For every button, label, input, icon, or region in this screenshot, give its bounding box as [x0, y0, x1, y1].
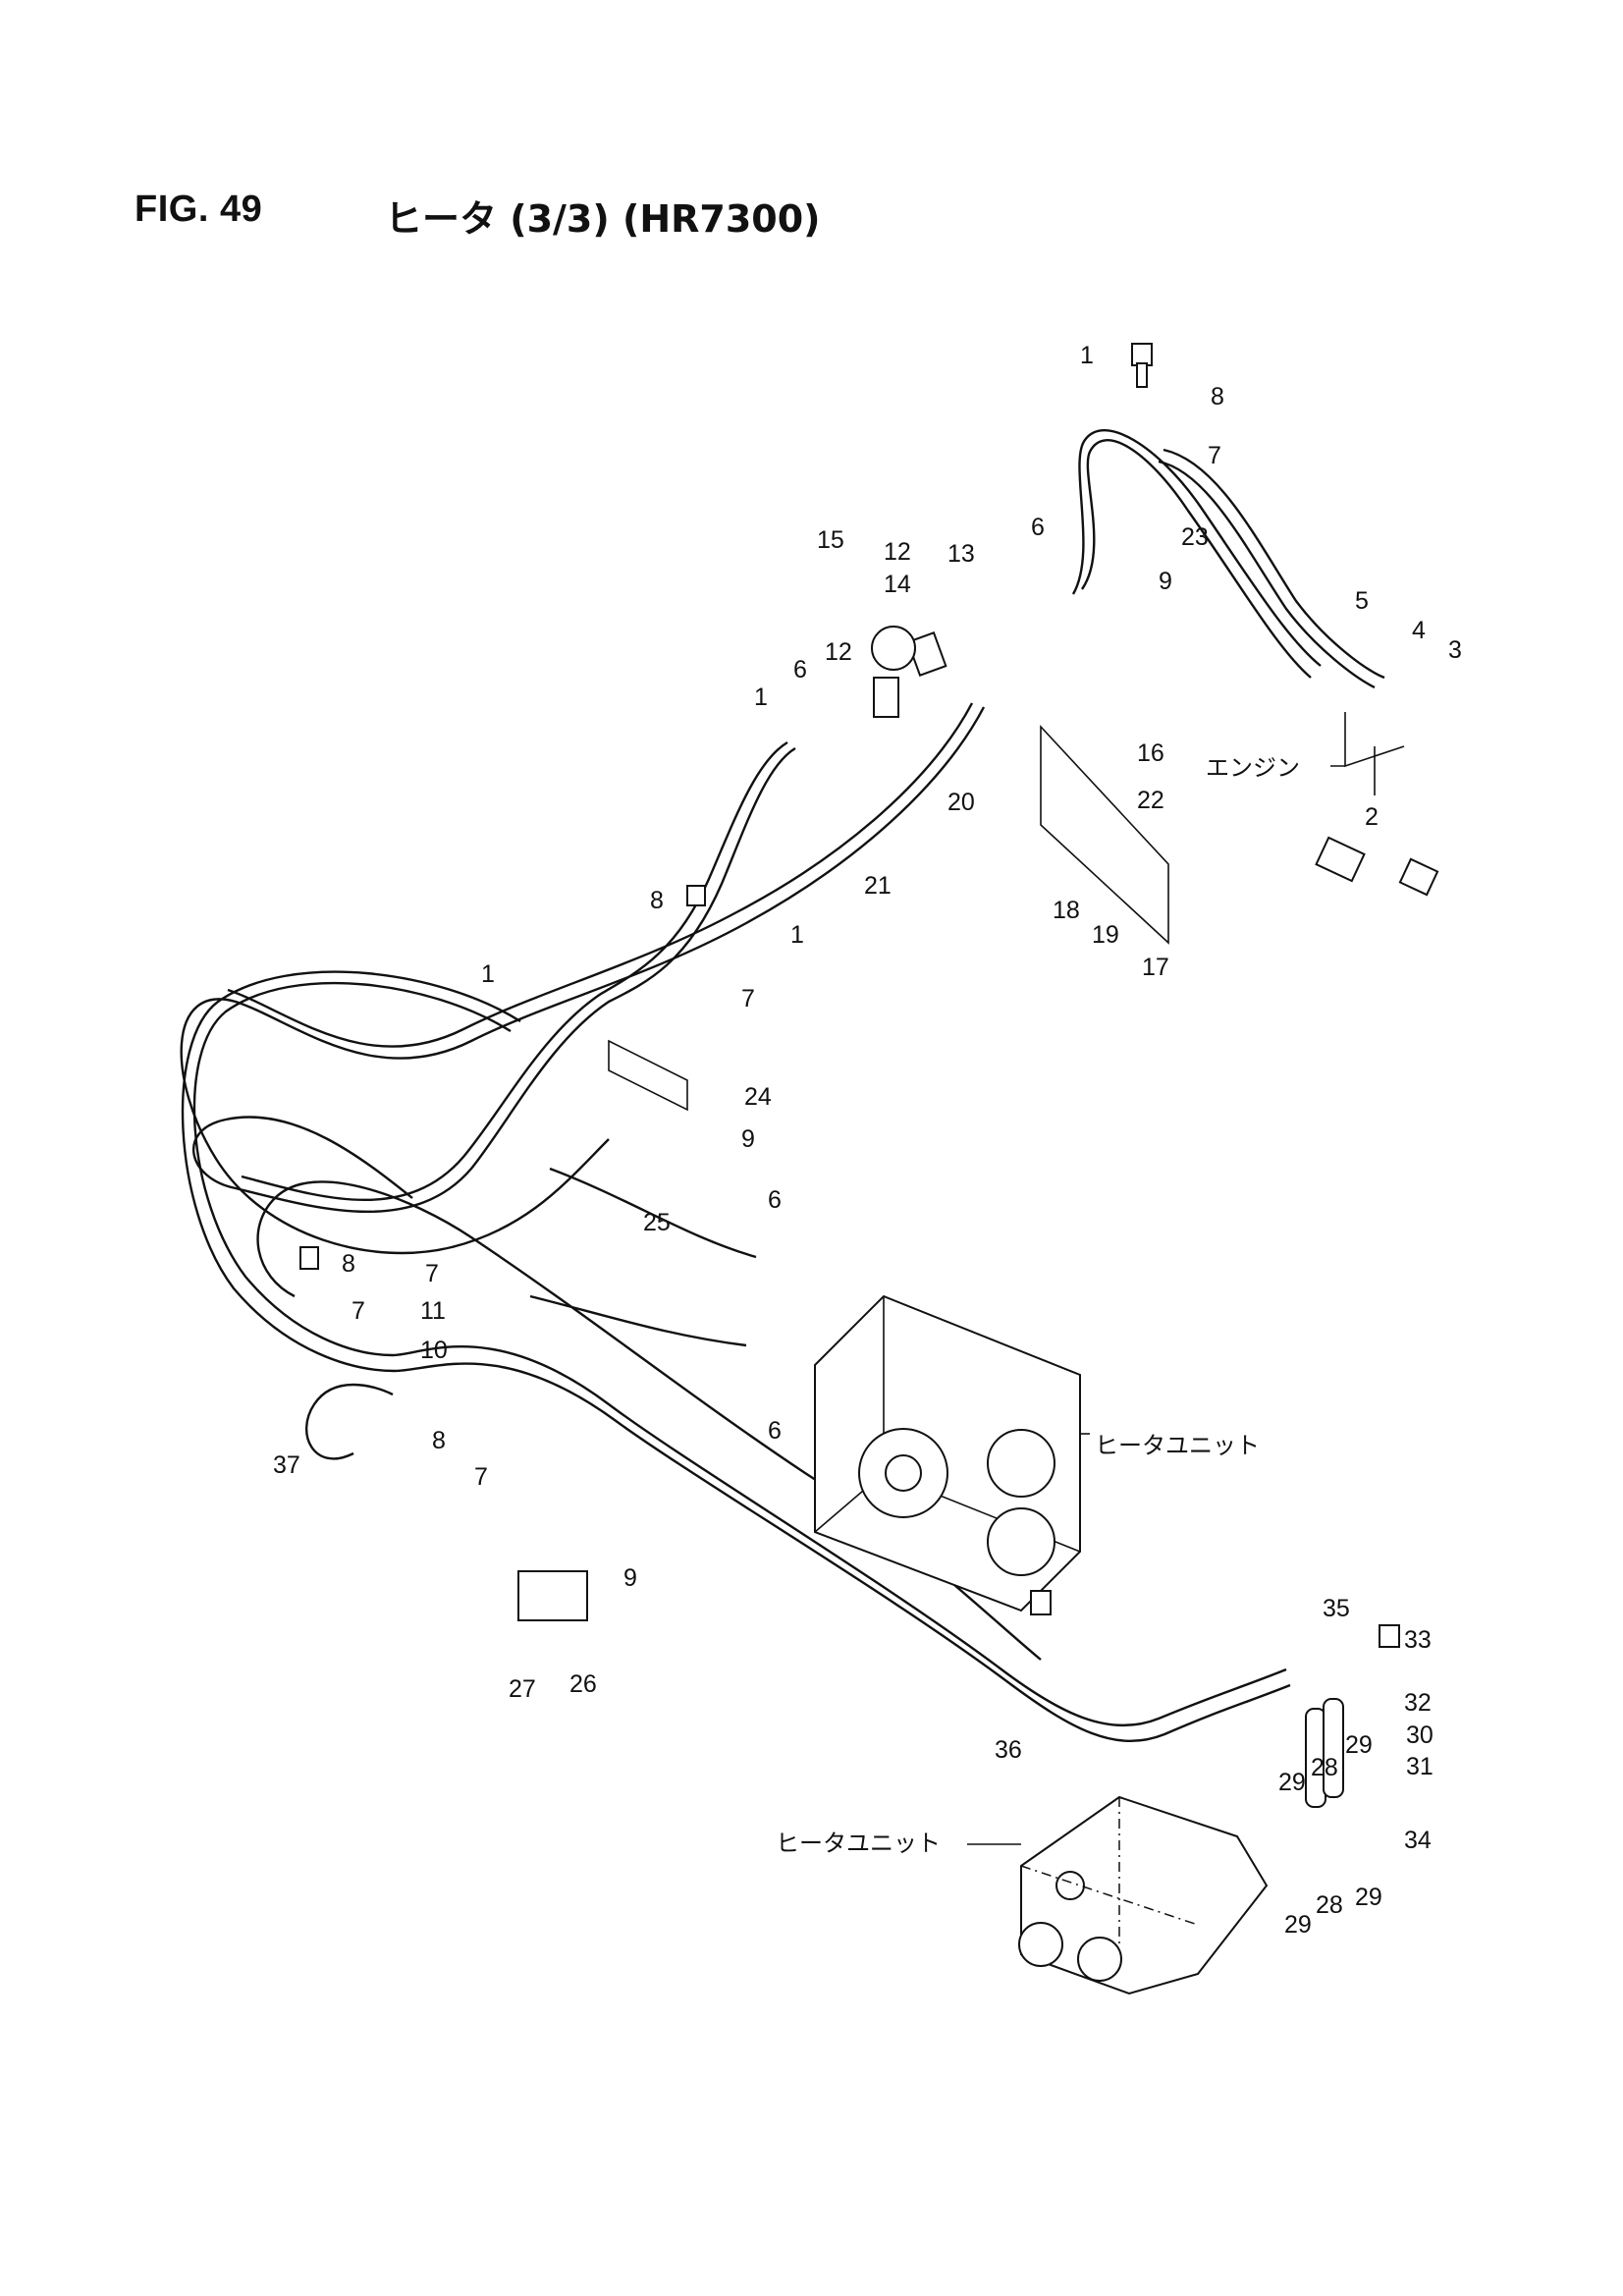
callout: 25 — [643, 1209, 671, 1236]
callout: 14 — [884, 571, 911, 598]
callout: 29 — [1345, 1731, 1373, 1759]
callout: 34 — [1404, 1827, 1432, 1854]
callout: 31 — [1406, 1753, 1434, 1780]
callout: 36 — [995, 1736, 1022, 1764]
callout: 6 — [768, 1186, 782, 1214]
callout: 33 — [1404, 1626, 1432, 1654]
callout: 24 — [744, 1083, 772, 1111]
engine-label: エンジン — [1206, 754, 1300, 782]
callout: 29 — [1278, 1769, 1306, 1796]
callout: 7 — [474, 1463, 488, 1491]
callout: 32 — [1404, 1689, 1432, 1717]
callout: 4 — [1412, 617, 1426, 644]
callout: 28 — [1311, 1754, 1338, 1781]
callout: 3 — [1448, 636, 1462, 664]
callout: 9 — [741, 1125, 755, 1153]
callout: 29 — [1355, 1884, 1382, 1911]
callout: 1 — [754, 683, 768, 711]
callout: 1 — [1080, 342, 1094, 369]
callout: 9 — [1159, 568, 1172, 595]
callout: 21 — [864, 872, 892, 900]
callout: 1 — [790, 921, 804, 949]
callout: 20 — [947, 789, 975, 816]
callout: 6 — [768, 1417, 782, 1445]
fittings — [299, 343, 1439, 1808]
callout: 6 — [793, 656, 807, 683]
callout: 8 — [650, 887, 664, 914]
callout: 27 — [509, 1675, 536, 1703]
callout: 22 — [1137, 787, 1164, 814]
callout: 8 — [432, 1427, 446, 1454]
callout: 11 — [420, 1297, 446, 1325]
callout: 29 — [1284, 1911, 1312, 1939]
callout: 6 — [1031, 514, 1045, 541]
callout: 30 — [1406, 1722, 1434, 1749]
callout: 35 — [1323, 1595, 1350, 1622]
callout: 18 — [1053, 897, 1080, 924]
callout: 37 — [273, 1451, 300, 1479]
leader-lines — [967, 712, 1405, 1845]
callout: 9 — [623, 1564, 637, 1592]
figure-title: ヒータ (3/3) (HR7300) — [385, 197, 821, 241]
heater-unit-center — [814, 1294, 1081, 1613]
callout: 12 — [825, 638, 852, 666]
callout: 26 — [569, 1670, 597, 1698]
callout: 17 — [1142, 954, 1169, 981]
callout: 28 — [1316, 1891, 1343, 1919]
callout: 19 — [1092, 921, 1119, 949]
callout: 7 — [352, 1297, 365, 1325]
callout: 7 — [741, 985, 755, 1012]
callout: 1 — [481, 960, 495, 988]
figure-number: FIG. 49 — [135, 189, 263, 230]
callout: 23 — [1181, 523, 1209, 551]
heater-unit-lower — [1018, 1795, 1269, 1995]
callout: 12 — [884, 538, 911, 566]
callout: 10 — [420, 1337, 448, 1364]
hose-assembly — [180, 429, 1385, 1742]
callout: 7 — [1208, 442, 1221, 469]
callout: 8 — [1211, 383, 1224, 410]
callout: 16 — [1137, 739, 1164, 767]
callout: 5 — [1355, 587, 1369, 615]
heater-unit-label-2: ヒータユニット — [776, 1830, 941, 1857]
callout: 13 — [947, 540, 975, 568]
callout: 15 — [817, 526, 844, 554]
callout: 2 — [1365, 803, 1379, 831]
heater-unit-label-1: ヒータユニット — [1095, 1432, 1260, 1459]
callout: 8 — [342, 1250, 355, 1278]
callout: 7 — [425, 1260, 439, 1287]
